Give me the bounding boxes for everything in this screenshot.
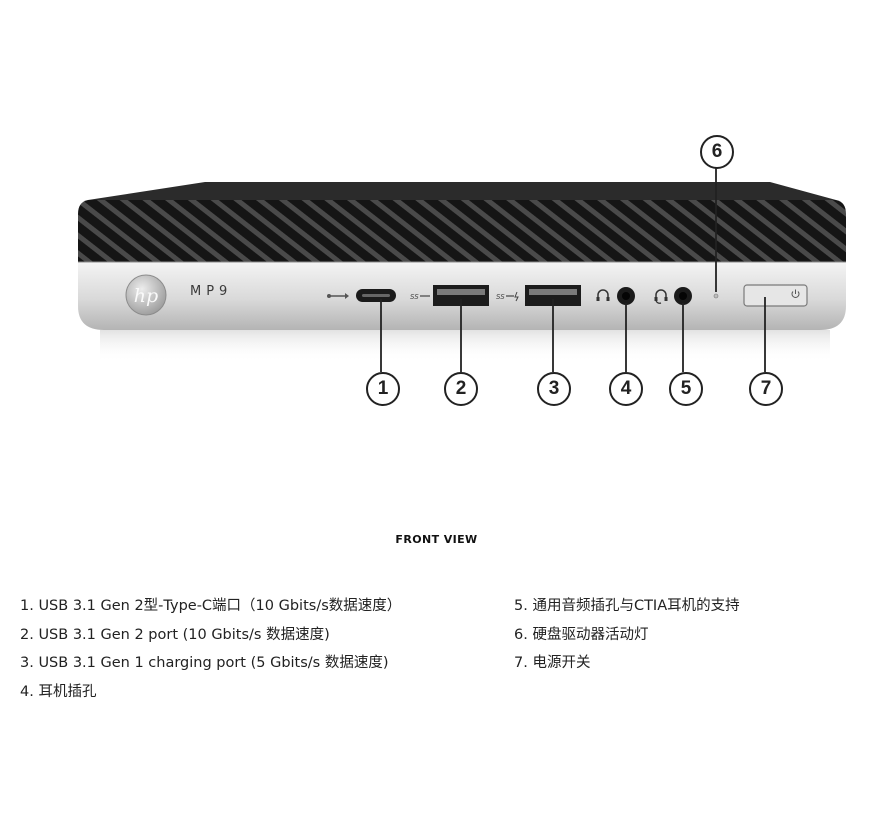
callout-1: 1	[366, 372, 400, 406]
model-label: MP9	[190, 284, 233, 299]
vent-grille	[78, 200, 846, 262]
svg-text:SS: SS	[410, 293, 419, 301]
callout-4: 4	[609, 372, 643, 406]
legend-item: 1. USB 3.1 Gen 2型-Type-C端口（10 Gbits/s数据速…	[20, 598, 402, 614]
callout-7: 7	[749, 372, 783, 406]
legend-item: 5. 通用音频插孔与CTIA耳机的支持	[514, 598, 740, 614]
device-reflection	[100, 330, 830, 362]
legend-item: 7. 电源开关	[514, 655, 591, 671]
device-illustration: hp SS SS	[78, 166, 846, 372]
legend-item: 6. 硬盘驱动器活动灯	[514, 626, 649, 643]
usb-icon	[327, 293, 349, 299]
usb-superspeed-icon: SS	[410, 293, 430, 301]
legend-item: 3. USB 3.1 Gen 1 charging port (5 Gbits/…	[20, 655, 389, 671]
callout-3: 3	[537, 372, 571, 406]
hp-logo: hp	[125, 274, 167, 316]
callout-2: 2	[444, 372, 478, 406]
legend-item: 4. 耳机插孔	[20, 683, 97, 700]
headset-icon	[654, 289, 668, 304]
callout-5: 5	[669, 372, 703, 406]
legend-list-right: 5. 通用音频插孔与CTIA耳机的支持 6. 硬盘驱动器活动灯 7. 电源开关	[514, 592, 740, 678]
usb-superspeed-charging-icon: SS	[496, 291, 519, 302]
legend-list-left: 1. USB 3.1 Gen 2型-Type-C端口（10 Gbits/s数据速…	[20, 592, 401, 706]
callout-6: 6	[700, 135, 734, 169]
front-view-figure: hp SS SS	[78, 135, 846, 406]
figure-caption: FRONT VIEW	[395, 533, 478, 546]
callout-leader-lines	[380, 166, 766, 372]
hp-logo-text: hp	[134, 285, 158, 307]
power-button	[743, 284, 808, 307]
headphone-icon	[596, 289, 610, 301]
device-top-cover	[88, 182, 836, 200]
drive-activity-light	[713, 293, 719, 299]
legend-item: 2. USB 3.1 Gen 2 port (10 Gbits/s 数据速度)	[20, 626, 330, 643]
svg-text:SS: SS	[496, 293, 505, 301]
power-icon	[791, 289, 800, 298]
